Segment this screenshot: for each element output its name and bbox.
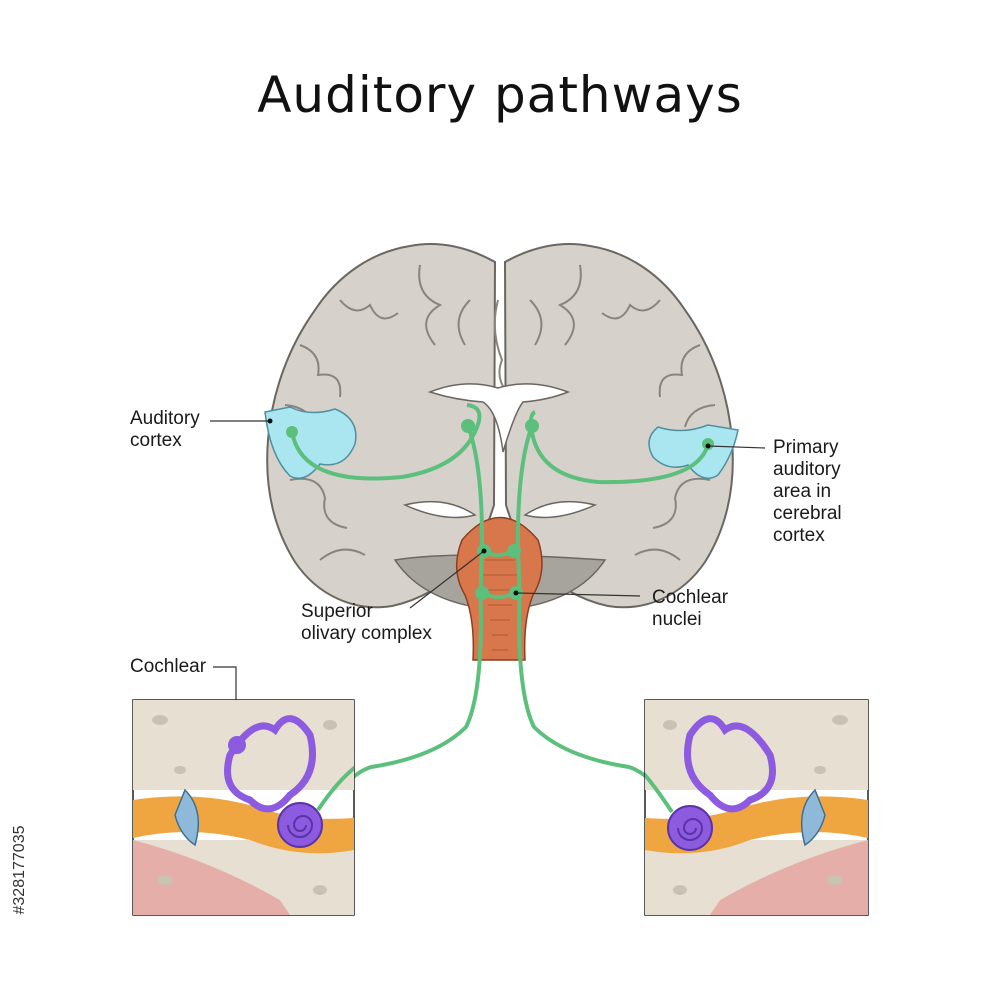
brain-coronal-section bbox=[264, 243, 739, 661]
left-auditory-cortex bbox=[264, 406, 357, 479]
superior-olivary-complex-label: Superior olivary complex bbox=[301, 601, 432, 644]
left-temporal-lobe-fold bbox=[402, 500, 477, 519]
cochlear-label: Cochlear bbox=[130, 656, 207, 677]
lateral-ventricles bbox=[427, 383, 571, 453]
left-ear-inset bbox=[132, 699, 355, 916]
auditory-cortex-label: Auditory cortex bbox=[130, 408, 200, 451]
cortex-node-left bbox=[286, 426, 298, 438]
cochlear-nuclei-label: Cochlear nuclei bbox=[652, 587, 729, 630]
thalamus-node-right bbox=[525, 419, 539, 433]
brainstem bbox=[456, 516, 543, 661]
page-title: Auditory pathways bbox=[257, 66, 743, 124]
right-ear-inset bbox=[644, 699, 869, 916]
olivary-node-right bbox=[507, 544, 521, 558]
leader-lines bbox=[210, 420, 766, 740]
stock-id-watermark: #328177035 bbox=[11, 825, 28, 915]
thalamus-node-left bbox=[461, 419, 475, 433]
right-temporal-lobe-fold bbox=[523, 500, 598, 519]
cochlear-nucleus-left bbox=[475, 586, 489, 600]
right-auditory-cortex bbox=[648, 424, 739, 480]
brainstem-striations bbox=[480, 559, 520, 651]
primary-auditory-area-label: Primary auditory area in cerebral cortex bbox=[773, 437, 842, 546]
